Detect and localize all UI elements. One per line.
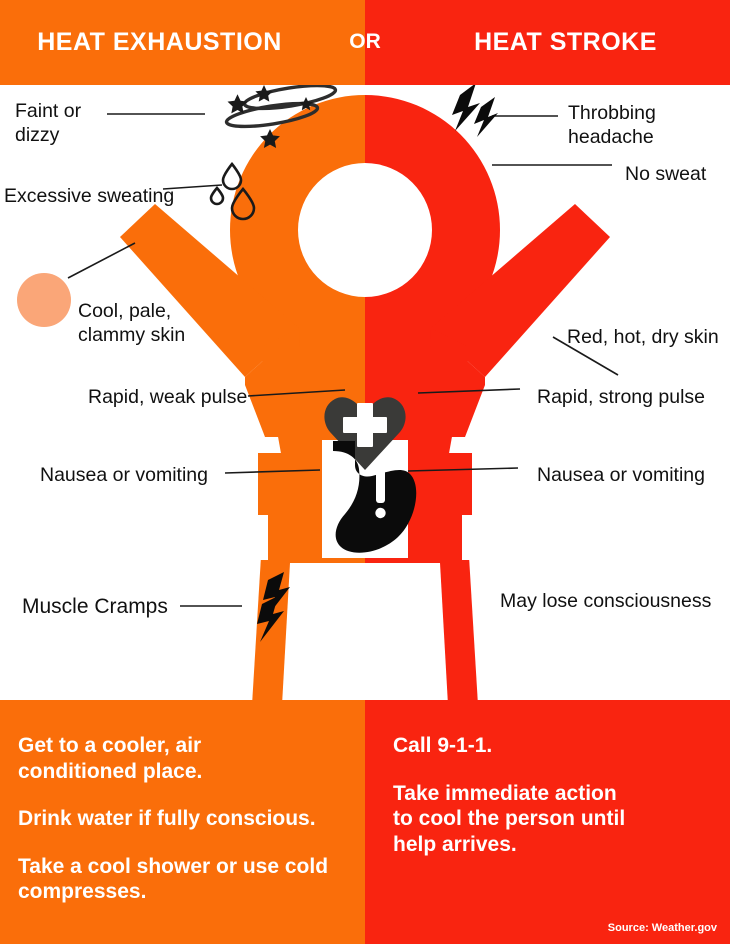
symptom-label-nausea-or-vomiting-left: Nausea or vomiting bbox=[40, 464, 208, 486]
advice-left-item-3: Take a cool shower or use cold compresse… bbox=[18, 854, 329, 904]
header-left-background bbox=[0, 0, 365, 85]
symptom-label-nausea-or-vomiting-right: Nausea or vomiting bbox=[537, 464, 705, 486]
source-attribution: Source: Weather.gov bbox=[607, 922, 717, 934]
symptom-label-rapid-strong-pulse: Rapid, strong pulse bbox=[537, 386, 706, 408]
advice-left-item-2: Drink water if fully conscious. bbox=[18, 807, 316, 831]
leader-nausea-left bbox=[224, 469, 321, 474]
symptom-label-rapid-weak-pulse: Rapid, weak pulse bbox=[88, 386, 248, 408]
dizzy-stars-icon bbox=[224, 85, 338, 148]
symptom-label-may-lose-consciousness: May lose consciousness bbox=[500, 590, 712, 612]
leader-rapid-strong-pulse bbox=[417, 388, 521, 394]
advice-left-item-1: Get to a cooler, air conditioned place. bbox=[18, 734, 203, 783]
symptom-label-cool-pale-clammy-skin: Cool, pale, clammy skin bbox=[78, 300, 186, 346]
symptom-label-muscle-cramps: Muscle Cramps bbox=[22, 595, 168, 618]
advice-panel-heat-stroke: Call 9-1-1. Take immediate action to coo… bbox=[365, 700, 730, 944]
advice-panel-heat-exhaustion: Get to a cooler, air conditioned place. … bbox=[0, 700, 365, 944]
symptom-label-red-hot-dry-skin: Red, hot, dry skin bbox=[567, 326, 719, 348]
body-figure-graphic bbox=[17, 85, 619, 705]
sweat-drops-icon bbox=[209, 161, 256, 221]
headache-bolt-icon bbox=[452, 85, 498, 137]
advice-right-item-1: Call 9-1-1. bbox=[393, 734, 493, 757]
header-right-background bbox=[365, 0, 730, 85]
symptom-label-no-sweat: No sweat bbox=[625, 163, 707, 185]
symptom-label-throbbing-headache: Throbbing headache bbox=[568, 102, 656, 148]
leader-cool-pale-clammy-skin bbox=[67, 242, 136, 279]
heart-pulse-icon bbox=[324, 397, 406, 470]
header-left-title: HEAT EXHAUSTION bbox=[37, 27, 282, 56]
leader-rapid-weak-pulse bbox=[247, 389, 346, 397]
leader-excessive-sweating bbox=[162, 184, 223, 190]
cramp-bolt-icon bbox=[257, 572, 290, 642]
stomach-icon bbox=[333, 441, 417, 553]
header-bar: HEAT EXHAUSTION HEAT STROKE OR bbox=[0, 0, 730, 85]
leader-nausea-right bbox=[407, 467, 519, 472]
leader-lines-right bbox=[407, 115, 619, 472]
leader-red-hot-dry-skin bbox=[552, 336, 619, 376]
header-or-label: OR bbox=[349, 30, 381, 53]
leader-lines-left bbox=[67, 113, 346, 607]
skin-swatch-icon bbox=[17, 273, 71, 327]
symptom-label-faint-or-dizzy: Faint or dizzy bbox=[15, 100, 82, 146]
advice-right-item-2: Take immediate action to cool the person… bbox=[393, 781, 626, 856]
header-right-title: HEAT STROKE bbox=[474, 27, 657, 56]
symptom-label-excessive-sweating: Excessive sweating bbox=[4, 185, 175, 207]
